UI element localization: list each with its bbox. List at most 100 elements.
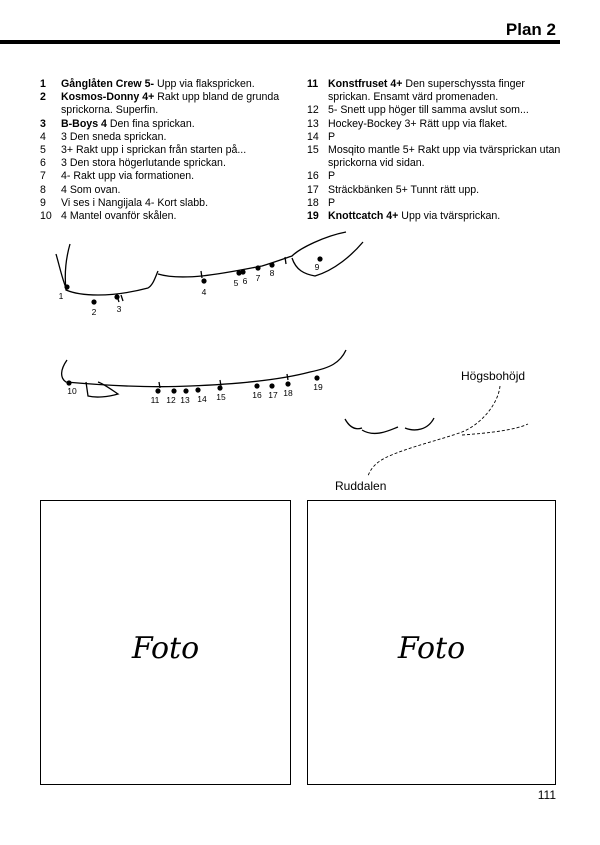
route-number: 7: [40, 170, 46, 183]
route-marker-dot: [217, 385, 223, 391]
route-marker-label: 10: [67, 386, 77, 396]
route-name: B-Boys 4: [61, 117, 107, 130]
route-item: 15 Mosqito mantle 5+ Rakt upp via tvärspr…: [307, 144, 562, 170]
route-number: 11: [307, 78, 319, 90]
crack-line: [55, 253, 67, 289]
route-marker-dot: [255, 265, 261, 271]
route-marker-label: 12: [166, 395, 176, 405]
route-number: 10: [40, 210, 52, 223]
boulder-outline-upper: [64, 243, 159, 296]
route-description: Rakt upp bland de grunda sprickorna. Sup…: [61, 91, 280, 117]
route-text: 4 Som ovan.: [61, 184, 120, 197]
route-text: Sträckbänken 5+ Tunnt rätt upp.: [328, 184, 479, 197]
route-text: Hockey-Bockey 3+ Rätt upp via flaket.: [328, 118, 507, 131]
route-marker-label: 4: [202, 287, 207, 297]
route-marker-dot: [269, 262, 275, 268]
route-marker-dot: [66, 380, 72, 386]
place-label-ruddalen: Ruddalen: [335, 479, 387, 493]
route-description: Sträckbänken 5+ Tunnt rätt upp.: [328, 183, 480, 196]
photo-placeholder-left: Foto: [40, 500, 291, 785]
route-marker-label: 16: [252, 390, 262, 400]
route-marker-dot: [236, 270, 242, 276]
route-marker-dot: [195, 387, 201, 393]
route-description: 4 Mantel ovanför skålen.: [61, 210, 177, 223]
crack-line: [200, 270, 203, 279]
route-description: 5- Snett upp höger till samma avslut som…: [328, 104, 529, 117]
route-text: Konstfruset 4+ Den superschyssta finger …: [328, 78, 562, 104]
route-list-right: 11 Konstfruset 4+ Den superschyssta finge…: [307, 78, 562, 223]
crack-line: [284, 256, 287, 265]
route-marker-dot: [91, 299, 97, 305]
route-number: 14: [307, 130, 319, 143]
route-marker-label: 11: [151, 395, 160, 405]
route-item: 7 4- Rakt upp via formationen.: [40, 170, 295, 183]
route-text: 4- Rakt upp via formationen.: [61, 170, 194, 183]
route-marker-label: 14: [197, 394, 207, 404]
crack-line: [286, 373, 289, 381]
route-description: 3+ Rakt upp i sprickan från starten på..…: [61, 144, 247, 157]
route-marker-label: 17: [268, 390, 278, 400]
crack-line: [219, 379, 222, 387]
route-description: Mosqito mantle 5+ Rakt upp via tvärspric…: [328, 144, 561, 170]
route-text: 4 Mantel ovanför skålen.: [61, 210, 176, 223]
route-number: 15: [307, 144, 319, 157]
route-description: Vi ses i Nangijala 4- Kort slabb.: [61, 196, 209, 209]
route-marker-dot: [114, 294, 120, 300]
route-number: 17: [307, 183, 319, 196]
route-item: 4 3 Den sneda sprickan.: [40, 131, 295, 144]
route-text: P: [328, 197, 335, 210]
route-marker-label: 7: [256, 273, 261, 283]
route-text: Gånglåten Crew 5- Upp via flakspricken.: [61, 78, 255, 91]
route-text: P: [328, 170, 335, 183]
route-marker-label: 2: [92, 307, 97, 317]
route-marker-label: 1: [59, 291, 64, 301]
route-text: 3 Den stora högerlutande sprickan.: [61, 157, 226, 170]
header-rule: [0, 40, 560, 44]
boulder-bowl: [291, 241, 364, 277]
route-number: 4: [40, 130, 46, 143]
route-marker-dot: [64, 284, 70, 290]
place-label-hogsbohojd: Högsbohöjd: [461, 369, 526, 383]
route-item: 17 Sträckbänken 5+ Tunnt rätt upp.: [307, 184, 562, 197]
route-description: Den superschyssta finger sprickan. Ensam…: [328, 78, 525, 104]
route-number: 13: [307, 117, 319, 130]
route-text: Kosmos-Donny 4+ Rakt upp bland de grunda…: [61, 91, 295, 117]
route-marker-label: 13: [180, 395, 190, 405]
route-text: Knottcatch 4+ Upp via tvärsprickan.: [328, 210, 500, 223]
route-marker-label: 6: [243, 276, 248, 286]
route-description: 3 Den stora högerlutande sprickan.: [61, 157, 226, 170]
route-number: 12: [307, 104, 319, 117]
route-list-left: 1 Gånglåten Crew 5- Upp via flakspricken.…: [40, 78, 295, 223]
route-item: 13 Hockey-Bockey 3+ Rätt upp via flaket.: [307, 118, 562, 131]
route-marker-dot: [240, 269, 246, 275]
route-number: 2: [40, 91, 46, 104]
route-marker-label: 5: [234, 278, 239, 288]
photo-label: Foto: [131, 631, 200, 666]
route-description: 3 Den sneda sprickan.: [61, 130, 167, 143]
route-marker-dot: [285, 381, 291, 387]
route-number: 8: [40, 183, 46, 196]
route-text: Mosqito mantle 5+ Rakt upp via tvärspric…: [328, 144, 562, 170]
route-marker-label: 8: [270, 268, 275, 278]
approach-path: [461, 423, 529, 436]
route-name: Kosmos-Donny 4+: [61, 91, 155, 104]
page-title: Plan 2: [505, 20, 556, 39]
route-text: 3 Den sneda sprickan.: [61, 131, 166, 144]
route-marker-dot: [155, 388, 161, 394]
route-description: Upp via flakspricken.: [154, 78, 255, 90]
photo-label: Foto: [397, 631, 466, 666]
route-marker-dot: [201, 278, 207, 284]
route-description: P: [328, 170, 336, 183]
route-marker-dot: [314, 375, 320, 381]
photo-placeholder-right: Foto: [307, 500, 556, 785]
route-item: 11 Konstfruset 4+ Den superschyssta finge…: [307, 78, 562, 104]
route-number: 1: [40, 78, 46, 90]
crack-line: [158, 381, 161, 389]
route-item: 2 Kosmos-Donny 4+ Rakt upp bland de grund…: [40, 91, 295, 117]
route-name: Knottcatch 4+: [328, 210, 399, 223]
